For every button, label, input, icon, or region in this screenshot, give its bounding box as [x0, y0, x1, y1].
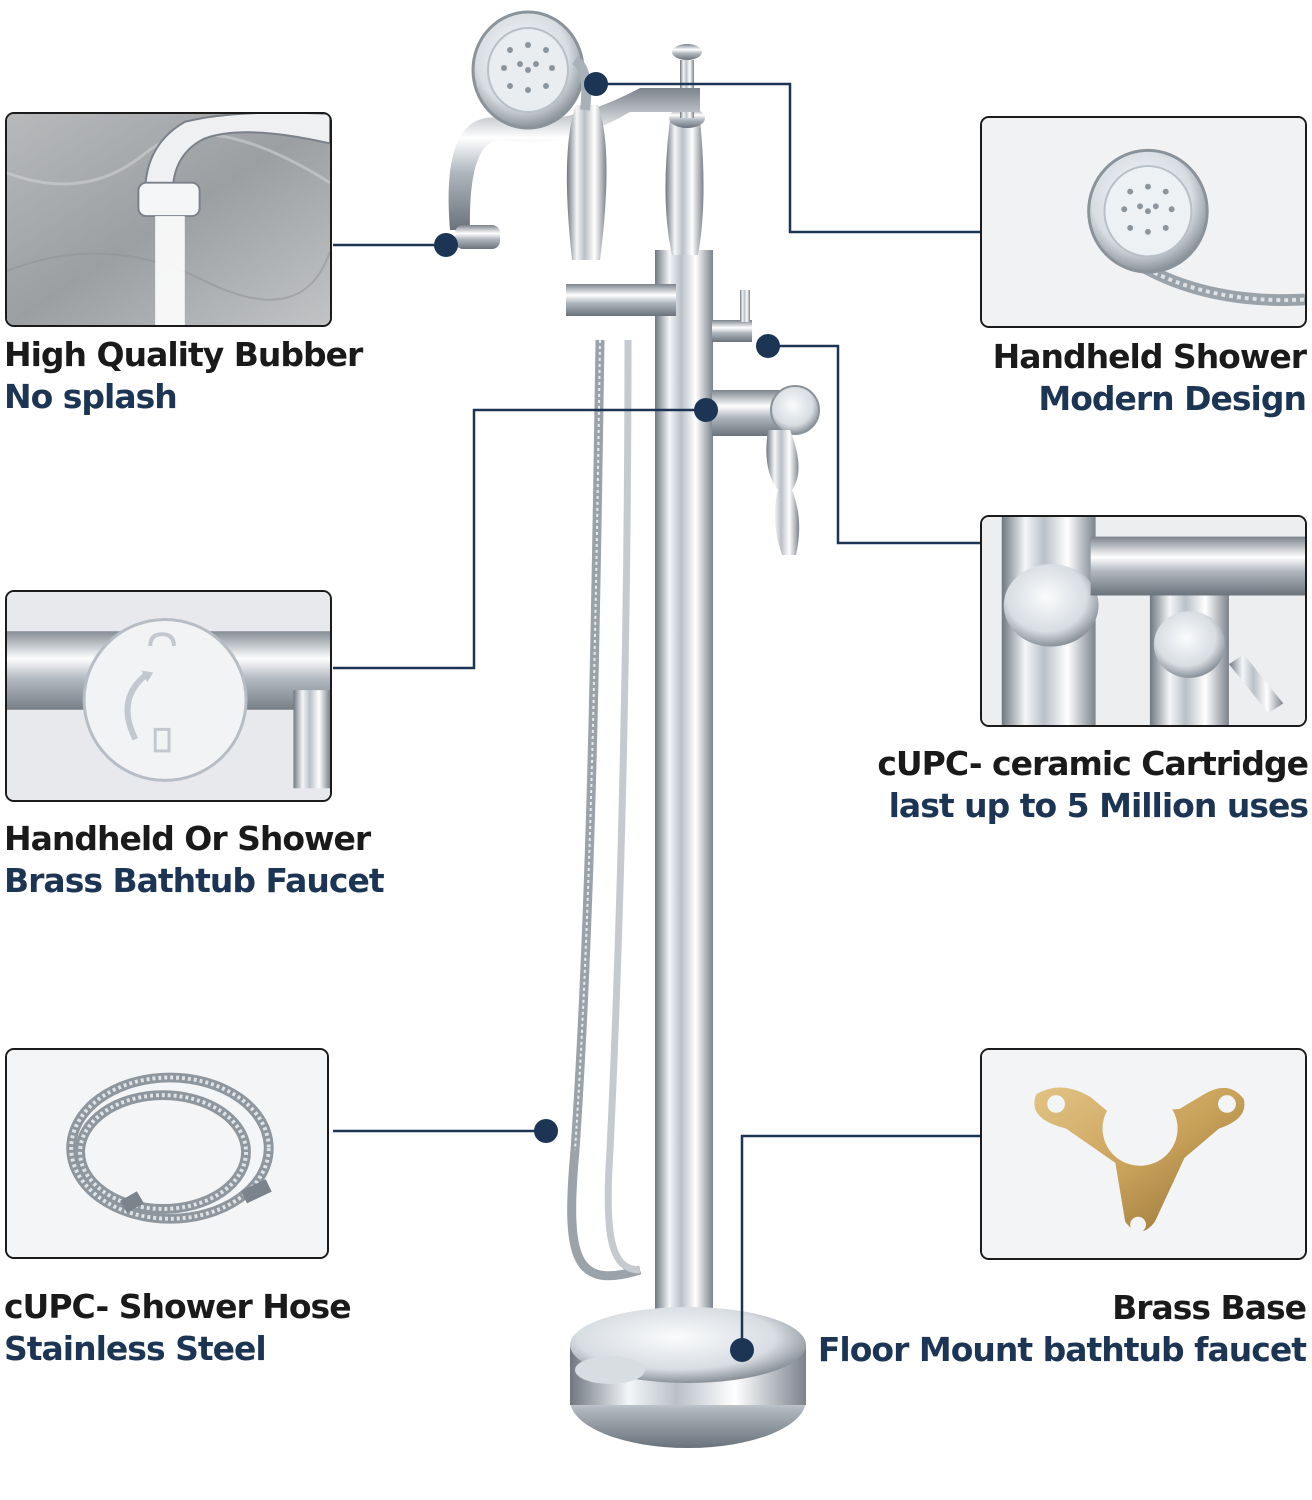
marker-diverter: [694, 398, 718, 422]
base-subtitle: Floor Mount bathtub faucet: [817, 1330, 1307, 1369]
handheld-subtitle: Modern Design: [1038, 379, 1307, 418]
base-title: Brass Base: [1112, 1288, 1307, 1327]
cartridge-title: cUPC- ceramic Cartridge: [877, 744, 1309, 783]
base-caption: Brass Base Floor Mount bathtub faucet: [817, 1287, 1307, 1371]
cartridge-detail-image: [980, 515, 1307, 727]
spout-caption: High Quality Bubber No splash: [4, 334, 363, 418]
spout-subtitle: No splash: [4, 377, 178, 416]
handheld-shower-detail-image: [980, 116, 1307, 328]
handheld-caption: Handheld Shower Modern Design: [992, 336, 1307, 420]
spout-detail-image: [5, 112, 332, 327]
marker-hose: [534, 1119, 558, 1143]
marker-cartridge: [756, 334, 780, 358]
leader-cartridge: [768, 344, 980, 545]
brass-base-detail-image: [980, 1048, 1307, 1260]
diverter-caption: Handheld Or Shower Brass Bathtub Faucet: [4, 818, 385, 902]
cartridge-caption: cUPC- ceramic Cartridge last up to 5 Mil…: [877, 743, 1309, 827]
diverter-subtitle: Brass Bathtub Faucet: [4, 861, 385, 900]
handheld-title: Handheld Shower: [992, 337, 1307, 376]
diverter-title: Handheld Or Shower: [4, 819, 371, 858]
hose-title: cUPC- Shower Hose: [4, 1287, 352, 1326]
spout-title: High Quality Bubber: [4, 335, 363, 374]
marker-spout: [434, 233, 458, 257]
leader-base: [740, 1134, 980, 1350]
marker-handheld: [584, 72, 608, 96]
shower-hose-detail-image: [5, 1048, 329, 1259]
leader-handheld: [596, 82, 980, 234]
hose-caption: cUPC- Shower Hose Stainless Steel: [4, 1286, 352, 1370]
diverter-detail-image: [5, 590, 332, 802]
hose-subtitle: Stainless Steel: [4, 1329, 267, 1368]
leader-diverter: [333, 408, 706, 670]
cartridge-subtitle: last up to 5 Million uses: [888, 786, 1309, 825]
marker-base: [730, 1338, 754, 1362]
